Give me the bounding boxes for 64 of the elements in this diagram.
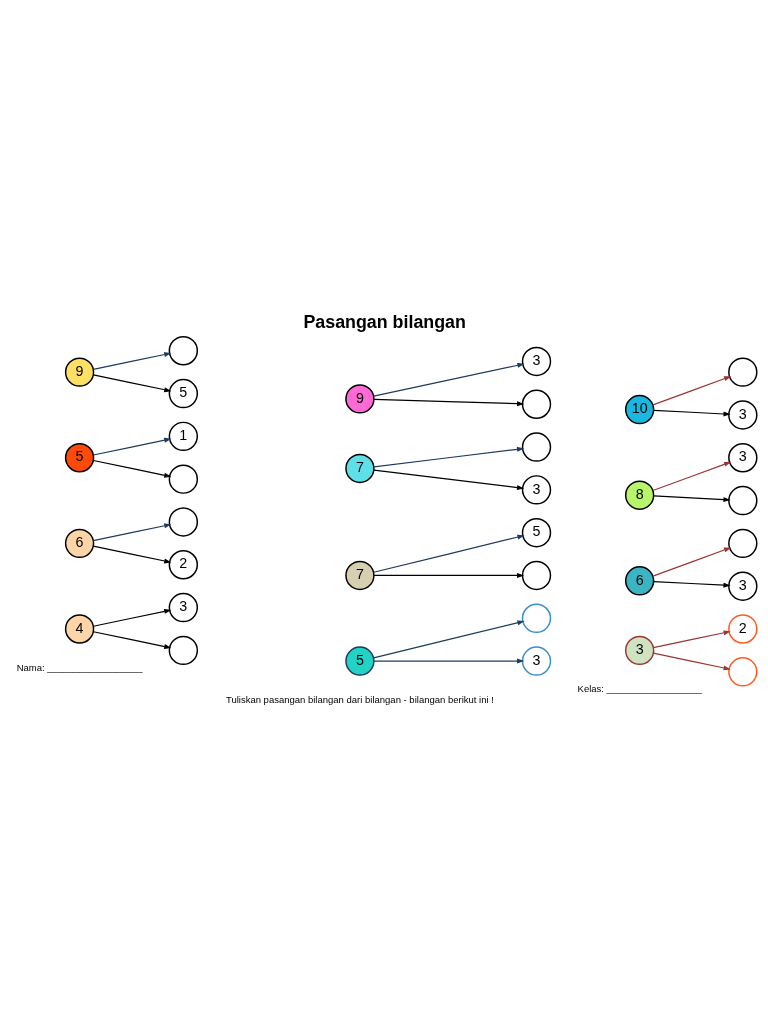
arrow bbox=[92, 352, 172, 370]
arrow bbox=[373, 446, 525, 468]
arrow bbox=[373, 469, 525, 491]
arrow bbox=[652, 652, 731, 671]
node-circle: 5 bbox=[64, 443, 95, 473]
node-circle bbox=[168, 464, 199, 494]
node-circle bbox=[728, 485, 758, 516]
node-circle: 10 bbox=[624, 394, 655, 425]
arrow bbox=[373, 534, 525, 573]
node-circle: 1 bbox=[168, 421, 199, 452]
diagram-title: Pasangan bilangan bbox=[303, 312, 466, 333]
node-circle bbox=[168, 507, 199, 537]
arrow bbox=[653, 580, 731, 588]
node-circle bbox=[521, 603, 552, 633]
node-circle: 2 bbox=[728, 614, 758, 644]
label: Tuliskan pasangan bilangan dari bilangan - bilangan berikut ini ! bbox=[225, 694, 494, 706]
arrow bbox=[373, 398, 525, 407]
node-circle: 3 bbox=[521, 646, 552, 676]
node-circle: 8 bbox=[624, 480, 655, 510]
node-circle: 6 bbox=[64, 528, 95, 559]
label: Nama: __________________ bbox=[16, 662, 143, 674]
node-circle bbox=[168, 336, 199, 366]
node-circle bbox=[728, 357, 758, 387]
arrow bbox=[652, 547, 732, 577]
arrow bbox=[652, 376, 732, 406]
node-circle: 6 bbox=[624, 566, 655, 596]
node-circle bbox=[521, 389, 552, 419]
arrow bbox=[373, 620, 525, 659]
node-circle: 9 bbox=[64, 357, 95, 387]
arrow bbox=[373, 362, 525, 397]
arrow bbox=[653, 409, 731, 417]
node-circle bbox=[728, 657, 758, 687]
node-circle: 5 bbox=[521, 517, 552, 548]
node-circle bbox=[521, 432, 552, 462]
arrow bbox=[652, 461, 732, 492]
arrow bbox=[92, 374, 172, 393]
node-circle: 5 bbox=[345, 646, 375, 676]
arrow bbox=[92, 631, 172, 649]
node-circle: 4 bbox=[64, 614, 95, 644]
node-circle bbox=[728, 528, 758, 559]
arrow bbox=[92, 608, 172, 627]
node-circle: 9 bbox=[345, 384, 375, 414]
node-circle: 3 bbox=[728, 443, 758, 473]
label: Kelas: __________________ bbox=[577, 683, 702, 695]
node-circle: 7 bbox=[345, 453, 375, 484]
arrow bbox=[653, 495, 731, 503]
arrow bbox=[92, 523, 172, 542]
node-circle: 5 bbox=[168, 378, 199, 409]
node-circle: 3 bbox=[168, 592, 199, 623]
arrow bbox=[373, 658, 525, 664]
node-circle: 2 bbox=[168, 550, 199, 580]
node-circle bbox=[521, 560, 552, 591]
node-circle: 3 bbox=[521, 475, 552, 505]
node-circle: 3 bbox=[521, 346, 552, 377]
node-circle: 3 bbox=[624, 635, 655, 666]
node-circle: 3 bbox=[728, 400, 758, 430]
arrow bbox=[92, 437, 172, 456]
node-circle: 7 bbox=[345, 560, 375, 591]
arrow bbox=[652, 630, 731, 649]
arrow bbox=[373, 572, 525, 578]
arrow bbox=[92, 459, 172, 478]
node-circle: 3 bbox=[728, 571, 758, 601]
node-circle bbox=[168, 635, 199, 666]
arrow bbox=[92, 545, 172, 564]
